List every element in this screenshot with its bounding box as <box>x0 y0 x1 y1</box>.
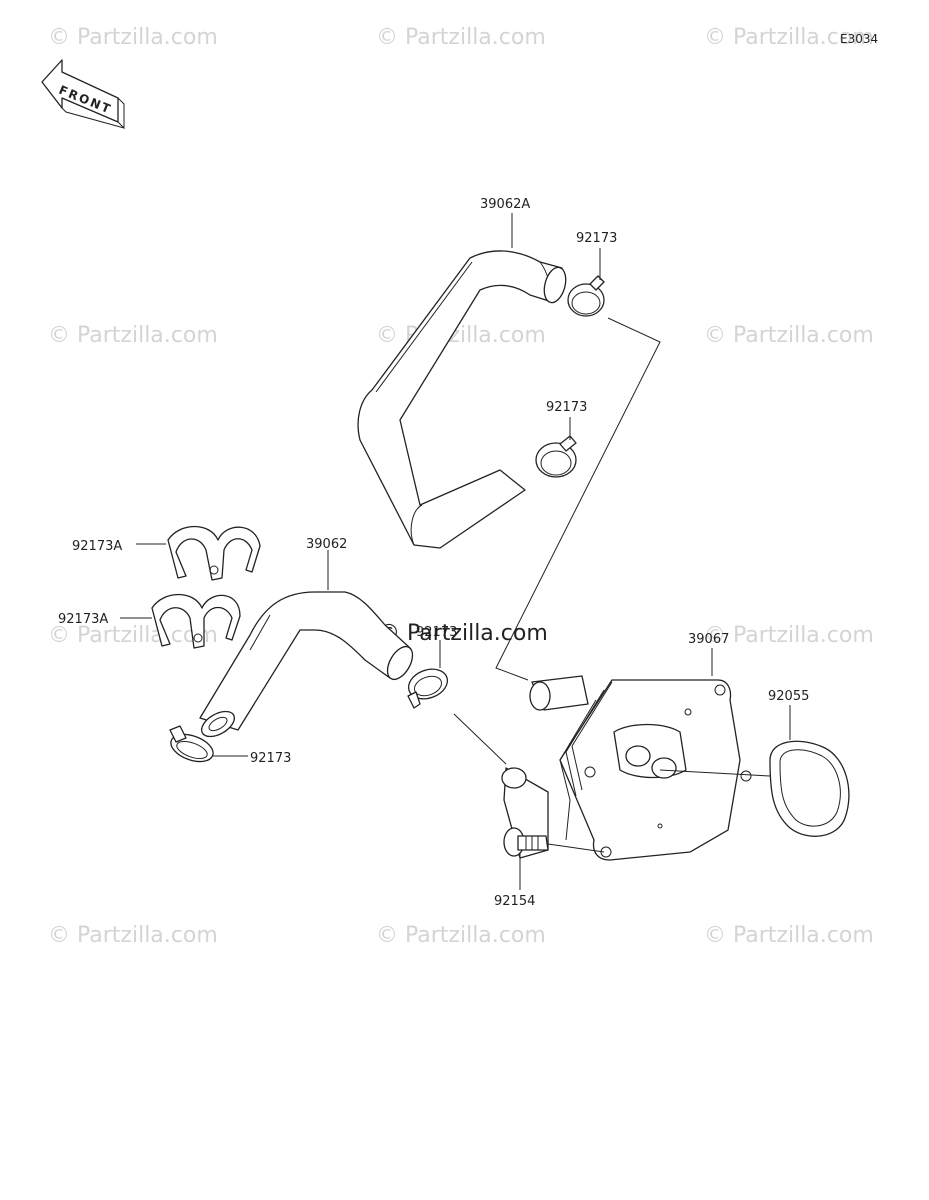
leader-lines <box>120 213 791 890</box>
o-ring <box>769 740 850 837</box>
label-holder-2: 92173A <box>58 612 108 627</box>
watermark: © Partzilla.com <box>704 323 874 348</box>
watermark-dark: © Partzilla.com <box>378 621 548 646</box>
watermark: © Partzilla.com <box>376 923 546 948</box>
bolt <box>503 827 549 857</box>
label-clamp-lower-left: 92173 <box>250 751 291 766</box>
watermark: © Partzilla.com <box>48 623 218 648</box>
front-arrow-icon: FRONT <box>41 59 125 130</box>
watermark: © Partzilla.com <box>376 323 546 348</box>
watermarks: © Partzilla.com © Partzilla.com © Partzi… <box>48 25 874 948</box>
hose-upper <box>357 250 567 549</box>
watermark: © Partzilla.com <box>704 623 874 648</box>
watermark: © Partzilla.com <box>704 923 874 948</box>
holder-1 <box>167 526 261 581</box>
watermark: © Partzilla.com <box>48 323 218 348</box>
label-holder-1: 92173A <box>72 539 122 554</box>
label-bolt: 92154 <box>494 894 535 909</box>
clamp-lower-mid <box>407 668 449 709</box>
label-clamp-upper-1: 92173 <box>576 231 617 246</box>
clamp-upper-1 <box>567 275 605 317</box>
diagram-code: E3034 <box>840 32 878 46</box>
label-clamp-lower-mid: 92173 <box>416 625 457 640</box>
watermark: © Partzilla.com <box>48 923 218 948</box>
label-hose-upper: 39062A <box>480 197 530 212</box>
holder-2 <box>151 594 241 649</box>
label-hose-lower: 39062 <box>306 537 347 552</box>
watermark: © Partzilla.com <box>376 25 546 50</box>
label-o-ring: 92055 <box>768 689 809 704</box>
oil-cooler <box>501 675 752 861</box>
hose-lower <box>199 591 414 738</box>
watermark: © Partzilla.com <box>48 25 218 50</box>
label-oil-cooler: 39067 <box>688 632 729 647</box>
clamp-upper-2 <box>535 435 577 478</box>
watermark: © Partzilla.com <box>704 25 874 50</box>
label-clamp-upper-2: 92173 <box>546 400 587 415</box>
